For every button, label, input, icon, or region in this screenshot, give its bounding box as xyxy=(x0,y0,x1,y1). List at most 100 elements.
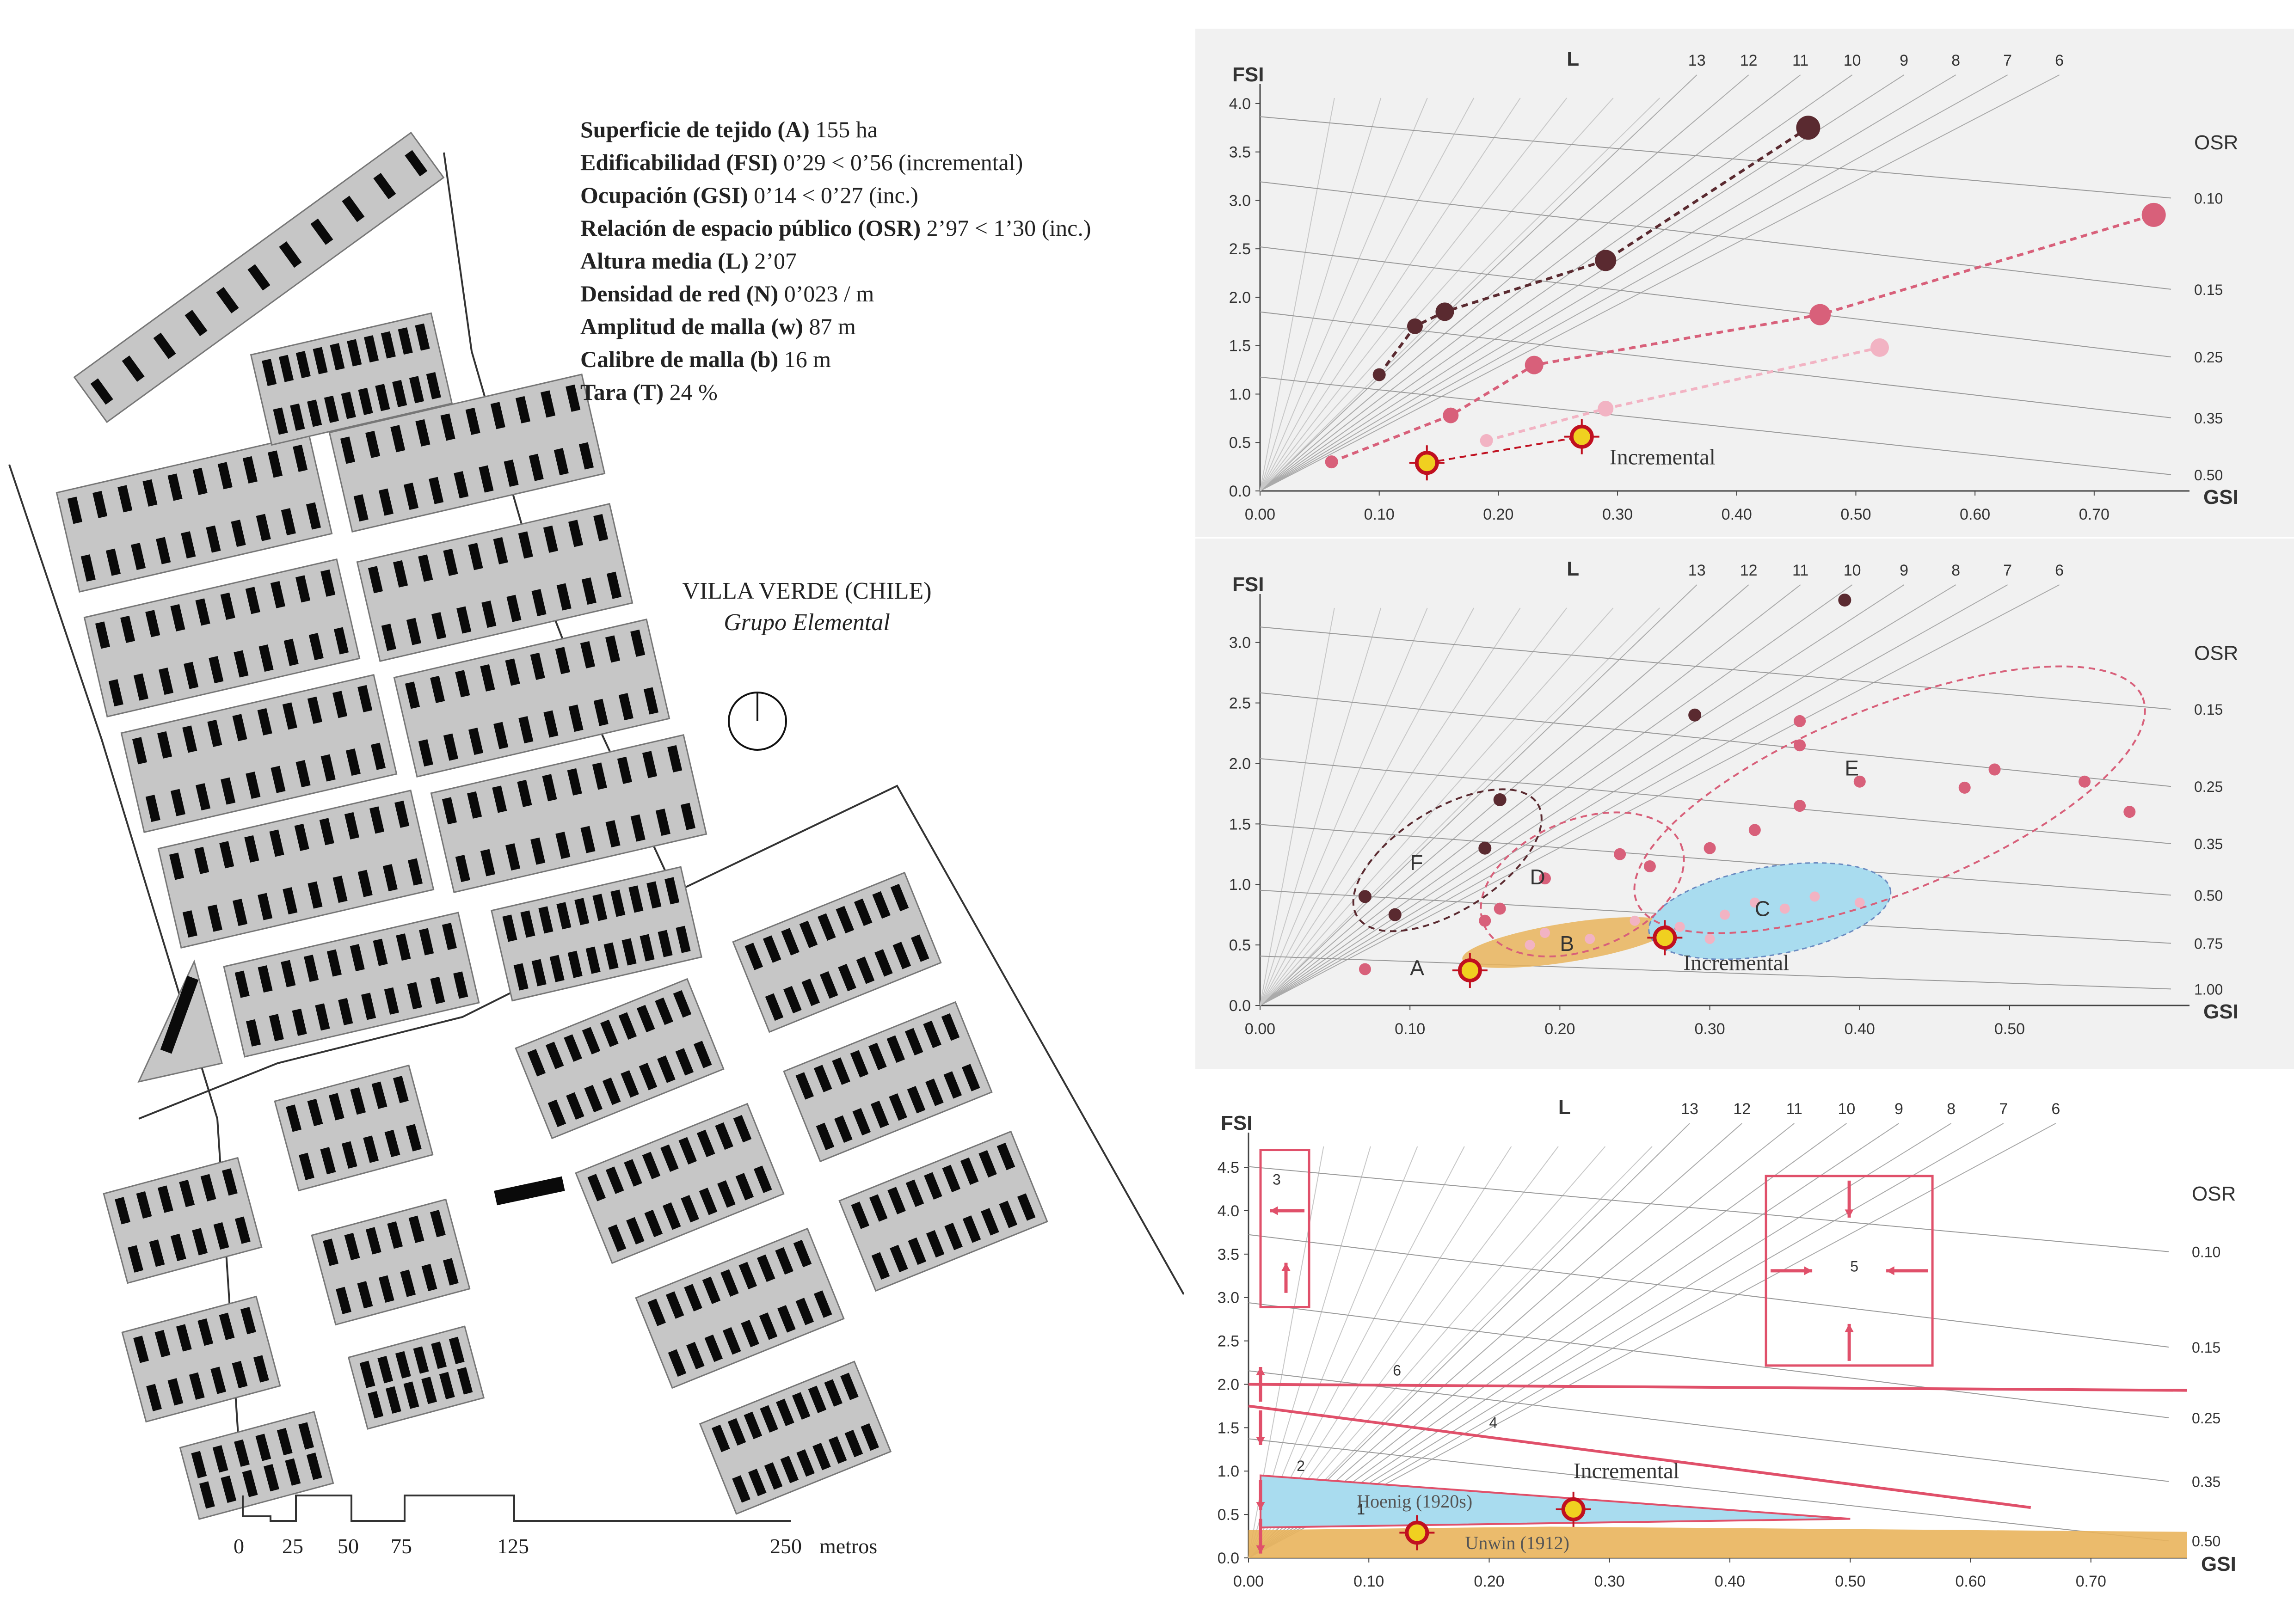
arrow-head xyxy=(1845,1324,1854,1332)
house xyxy=(390,425,406,453)
project-caption: VILLA VERDE (CHILE) Grupo Elemental xyxy=(610,576,1003,638)
house xyxy=(838,963,856,992)
osr-line xyxy=(1248,1234,2169,1348)
house xyxy=(400,1269,416,1297)
x-tick-label: 0.50 xyxy=(1994,1020,2025,1038)
house xyxy=(905,1179,924,1207)
block-ground xyxy=(328,374,606,533)
data-point xyxy=(1630,915,1640,926)
house xyxy=(373,938,388,966)
urban-block xyxy=(274,1064,434,1192)
house xyxy=(384,1129,400,1158)
data-point xyxy=(1794,739,1806,752)
house xyxy=(350,1087,366,1115)
house xyxy=(136,1191,152,1219)
house xyxy=(95,621,111,649)
house xyxy=(702,1276,721,1304)
house xyxy=(219,841,234,869)
l-line xyxy=(1260,98,1475,491)
house xyxy=(394,800,410,828)
house xyxy=(870,1100,889,1128)
house xyxy=(961,1064,980,1091)
zone-label: D xyxy=(1530,865,1545,889)
house xyxy=(357,1281,373,1309)
house xyxy=(630,629,646,657)
house xyxy=(603,942,619,970)
house xyxy=(396,933,411,961)
series-point xyxy=(1870,338,1889,357)
data-point xyxy=(1358,890,1371,903)
x-tick-label: 0.20 xyxy=(1544,1020,1575,1038)
osr-line xyxy=(1260,311,2171,418)
l-line xyxy=(1260,74,1905,491)
marker-ring xyxy=(1405,1520,1429,1545)
house xyxy=(639,1063,658,1091)
house xyxy=(258,644,274,672)
block-ground xyxy=(575,1103,785,1264)
house xyxy=(341,392,356,419)
fact-row: Superficie de tejido (A) 155 ha xyxy=(580,113,1091,146)
house xyxy=(480,849,495,876)
house xyxy=(246,1019,261,1047)
house xyxy=(681,1195,699,1223)
house xyxy=(153,332,176,359)
house xyxy=(392,380,407,407)
house xyxy=(344,812,359,840)
x-axis-title: GSI xyxy=(2201,1553,2236,1575)
house xyxy=(341,1141,357,1169)
house xyxy=(415,419,431,447)
osr-line-label: 0.75 xyxy=(2194,935,2223,952)
house xyxy=(493,537,508,564)
house xyxy=(80,554,96,582)
house xyxy=(292,1008,307,1036)
y-tick-label: 3.0 xyxy=(1218,1289,1239,1307)
house xyxy=(722,1327,741,1355)
house xyxy=(630,814,646,842)
house xyxy=(468,543,483,570)
house xyxy=(217,462,233,490)
house xyxy=(90,378,113,405)
house xyxy=(176,1324,192,1352)
y-tick-label: 0.0 xyxy=(1218,1550,1239,1567)
house xyxy=(443,1258,459,1286)
house xyxy=(307,1098,323,1127)
house xyxy=(667,745,683,772)
arrow-head xyxy=(1256,1367,1265,1375)
house xyxy=(371,1081,387,1109)
zone-label: B xyxy=(1560,932,1574,956)
osr-line-label: 0.10 xyxy=(2192,1244,2220,1261)
house xyxy=(555,647,570,674)
house xyxy=(167,473,183,501)
scale-unit: metros xyxy=(819,1534,877,1558)
y-tick-label: 2.0 xyxy=(1229,289,1251,306)
l-line xyxy=(1260,74,2060,491)
x-tick-label: 0.00 xyxy=(1233,1573,1264,1590)
house xyxy=(295,575,311,603)
house xyxy=(234,970,250,998)
house xyxy=(340,436,356,464)
house xyxy=(115,1197,131,1225)
marker-ring xyxy=(1569,424,1594,449)
house xyxy=(196,783,211,811)
house xyxy=(257,708,272,735)
house xyxy=(219,1312,235,1340)
house xyxy=(513,963,529,991)
house xyxy=(216,287,239,313)
l-line xyxy=(1260,607,1614,1006)
house xyxy=(748,1469,767,1496)
data-point xyxy=(1704,934,1715,944)
house xyxy=(587,1174,606,1201)
house xyxy=(795,1298,814,1325)
house xyxy=(760,1405,778,1433)
house xyxy=(154,1330,171,1358)
series-point xyxy=(2141,202,2166,227)
house xyxy=(430,976,445,1004)
house xyxy=(449,1336,465,1364)
house xyxy=(696,1129,715,1158)
house xyxy=(585,946,601,974)
house xyxy=(336,1287,351,1314)
house xyxy=(326,949,342,977)
house xyxy=(269,829,284,857)
incremental-label: Incremental xyxy=(1574,1459,1679,1483)
house xyxy=(281,508,296,536)
